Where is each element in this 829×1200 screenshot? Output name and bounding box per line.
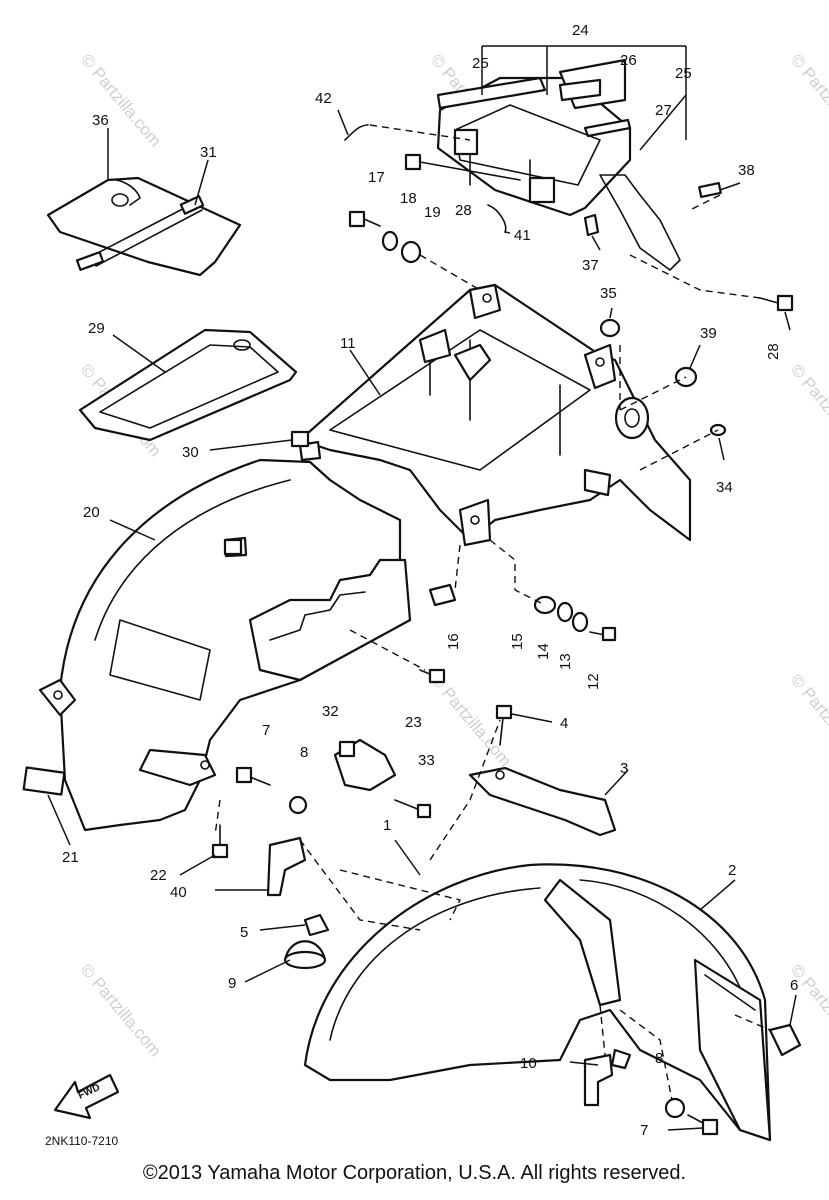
callout-7-lower: 7 [640, 1122, 648, 1139]
callout-20: 20 [83, 504, 100, 521]
callout-40: 40 [170, 884, 187, 901]
callout-41: 41 [514, 227, 531, 244]
callout-16: 16 [445, 633, 462, 650]
callout-29: 29 [88, 320, 105, 337]
callout-25-left: 25 [472, 55, 489, 72]
watermark: © Partzilla.com [77, 50, 165, 150]
callout-27: 27 [655, 102, 672, 119]
callout-25-right: 25 [675, 65, 692, 82]
callout-18: 18 [400, 190, 417, 207]
tail-light-assembly [436, 58, 681, 271]
copyright-footer: ©2013 Yamaha Motor Corporation, U.S.A. A… [142, 1162, 687, 1184]
small-parts [211, 124, 802, 1136]
tool-bag [46, 176, 242, 277]
callout-15: 15 [509, 633, 526, 650]
callout-labels: 1 2 3 4 5 6 7 7 8 8 9 10 11 12 13 14 15 … [62, 22, 798, 1139]
leader-lines [47, 45, 797, 1131]
fwd-arrow: FWD [53, 1073, 120, 1120]
callout-32: 32 [322, 703, 339, 720]
assembly-lines [214, 124, 771, 1101]
callout-33: 33 [418, 752, 435, 769]
callout-42: 42 [315, 90, 332, 107]
callout-22: 22 [150, 867, 167, 884]
reflector [22, 766, 66, 796]
rear-fender [38, 440, 412, 832]
callout-13: 13 [557, 653, 574, 670]
callout-31: 31 [200, 144, 217, 161]
callout-38: 38 [738, 162, 755, 179]
callout-6: 6 [790, 977, 798, 994]
callout-37: 37 [582, 257, 599, 274]
callout-5: 5 [240, 924, 248, 941]
callout-24: 24 [572, 22, 589, 39]
callout-8: 8 [300, 744, 308, 761]
callout-9: 9 [228, 975, 236, 992]
watermark: © Partzilla.com [427, 670, 515, 770]
callout-21: 21 [62, 849, 79, 866]
tray [78, 328, 298, 442]
callout-12: 12 [585, 673, 602, 690]
diagram-code: 2NK110-7210 [45, 1134, 118, 1148]
callout-7: 7 [262, 722, 270, 739]
callout-34: 34 [716, 479, 733, 496]
callout-26: 26 [620, 52, 637, 69]
watermark: © Partzilla.com [787, 670, 829, 770]
callout-39: 39 [700, 325, 717, 342]
callout-36: 36 [92, 112, 109, 129]
callout-3: 3 [620, 760, 628, 777]
callout-23: 23 [405, 714, 422, 731]
callout-19: 19 [424, 204, 441, 221]
callout-1: 1 [383, 817, 391, 834]
callout-35: 35 [600, 285, 617, 302]
callout-30: 30 [182, 444, 199, 461]
watermark: © Partzilla.com [77, 960, 165, 1060]
watermark: © Partzilla.com [787, 360, 829, 460]
callout-28-right: 28 [765, 343, 782, 360]
callout-17: 17 [368, 169, 385, 186]
callout-11: 11 [340, 335, 356, 352]
callout-4: 4 [560, 715, 568, 732]
callout-14: 14 [535, 643, 552, 660]
front-fender [303, 863, 772, 1142]
callout-2: 2 [728, 862, 736, 879]
callout-8-lower: 8 [655, 1050, 663, 1067]
callout-28-top: 28 [455, 202, 472, 219]
watermark: © Partzilla.com [787, 50, 829, 150]
callout-10: 10 [520, 1055, 537, 1072]
